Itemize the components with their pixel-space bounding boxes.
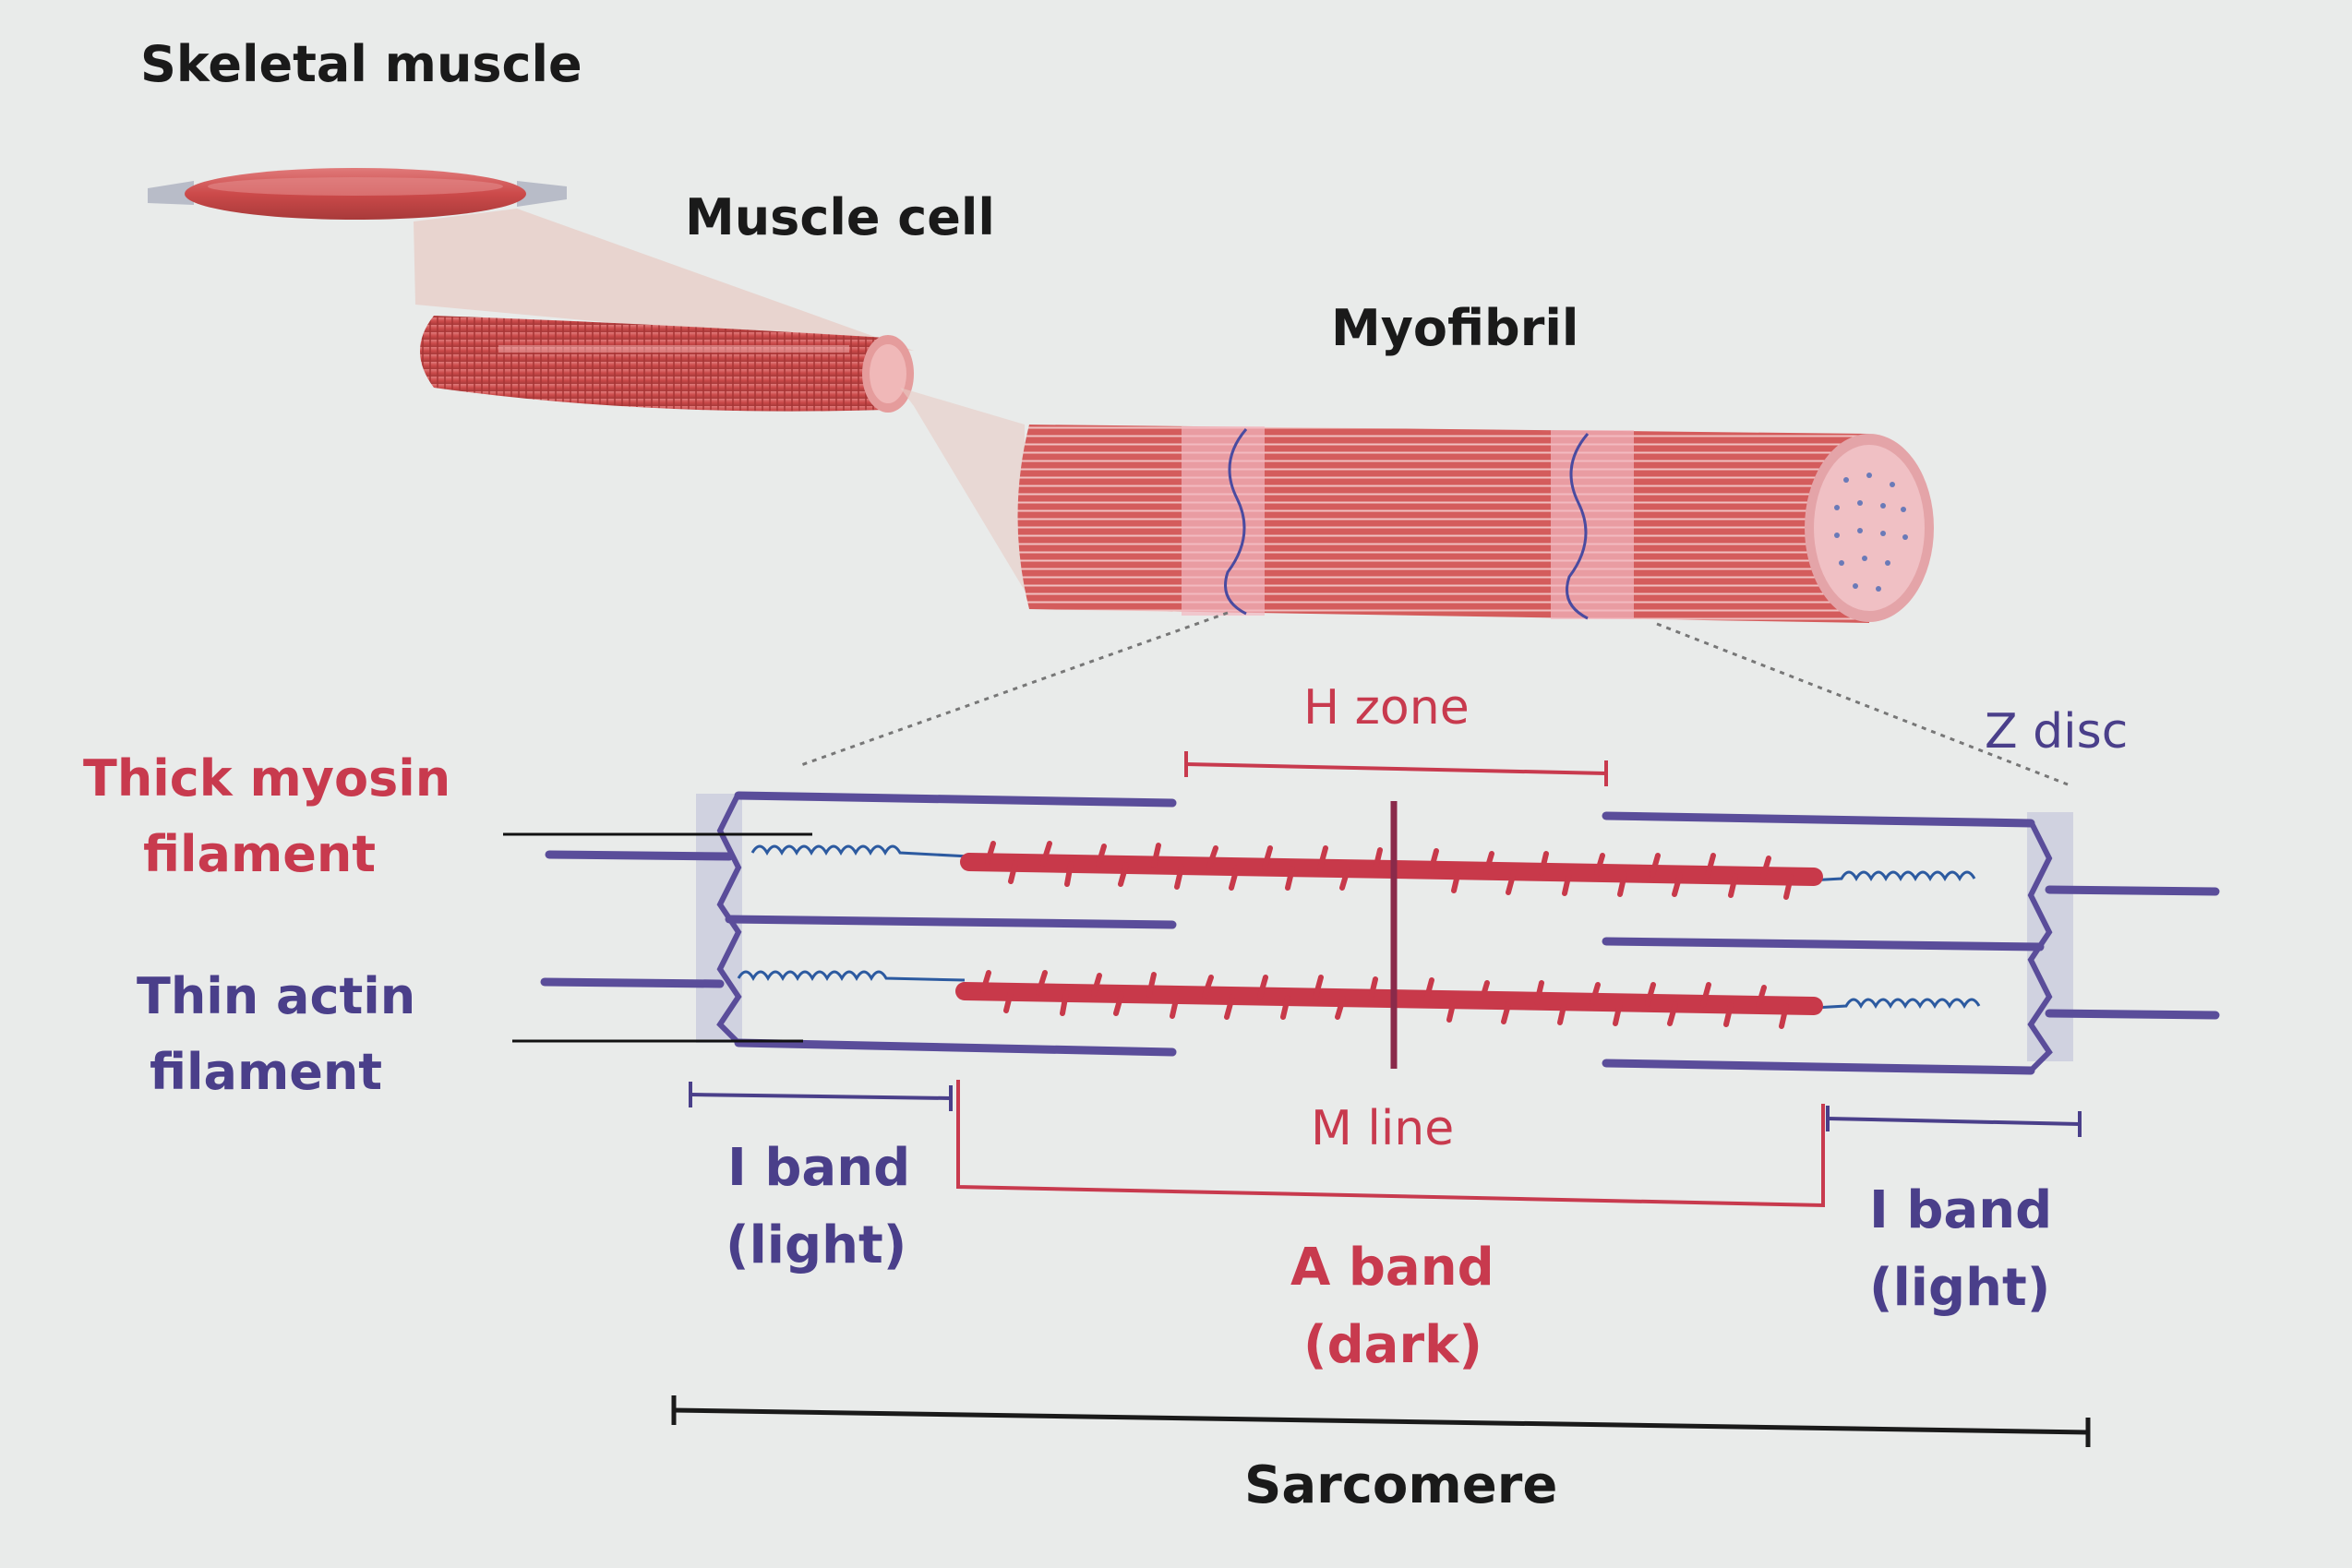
zoom-line-right bbox=[1656, 622, 2069, 786]
a-band-label-line1: A band bbox=[1290, 1238, 1494, 1298]
muscle-cell-label: Muscle cell bbox=[685, 188, 995, 246]
myosin-filament bbox=[955, 982, 1823, 1015]
myosin-filaments bbox=[955, 841, 1823, 1029]
i-band-left-label-line2: (light) bbox=[726, 1215, 906, 1275]
myofibril-illustration bbox=[1017, 425, 1934, 623]
actin-filament bbox=[734, 1038, 1177, 1057]
actin-filament bbox=[2045, 1009, 2220, 1020]
sarcomere-label: Sarcomere bbox=[1244, 1455, 1557, 1515]
skeletal-muscle-illustration bbox=[148, 168, 567, 220]
thin-actin-label-line1: Thin actin bbox=[137, 967, 415, 1025]
z-disc-label: Z disc bbox=[1985, 704, 2128, 760]
m-line-label: M line bbox=[1311, 1101, 1454, 1156]
thick-myosin-label-line2: filament bbox=[143, 825, 376, 883]
sarcomere-structure bbox=[503, 791, 2220, 1075]
h-zone-bracket bbox=[1184, 751, 1608, 786]
actin-filament bbox=[1602, 811, 2035, 828]
actin-filament bbox=[545, 850, 734, 861]
i-band-right-label-line2: (light) bbox=[1869, 1258, 2050, 1318]
thick-myosin-label-line1: Thick myosin bbox=[83, 749, 450, 808]
actin-filament bbox=[734, 791, 1177, 808]
a-band-label-line2: (dark) bbox=[1303, 1315, 1482, 1375]
i-band-left-label-line1: I band bbox=[727, 1138, 910, 1198]
zoom-cone-muscle-to-cell bbox=[414, 209, 914, 351]
i-band-right-label-line1: I band bbox=[1869, 1180, 2052, 1240]
sarcomere-bracket bbox=[671, 1395, 2091, 1447]
muscle-cell-illustration bbox=[420, 316, 914, 413]
zoom-cone-cell-to-myofibril bbox=[900, 388, 1025, 591]
thin-actin-label-line2: filament bbox=[150, 1043, 382, 1101]
coil-group bbox=[737, 844, 1981, 1010]
i-band-right-bracket bbox=[1826, 1106, 2082, 1137]
a-band-bracket bbox=[956, 1080, 1825, 1208]
myofibril-label: Myofibril bbox=[1331, 299, 1578, 357]
actin-filament bbox=[725, 915, 1177, 929]
skeletal-muscle-label: Skeletal muscle bbox=[140, 35, 582, 93]
i-band-left-bracket bbox=[689, 1082, 953, 1111]
actin-filament bbox=[2045, 885, 2220, 896]
actin-filament bbox=[540, 977, 725, 988]
h-zone-label: H zone bbox=[1303, 680, 1470, 736]
actin-filament bbox=[1602, 1059, 2035, 1075]
actin-filament bbox=[1602, 937, 2045, 952]
zoom-line-left bbox=[798, 611, 1229, 768]
